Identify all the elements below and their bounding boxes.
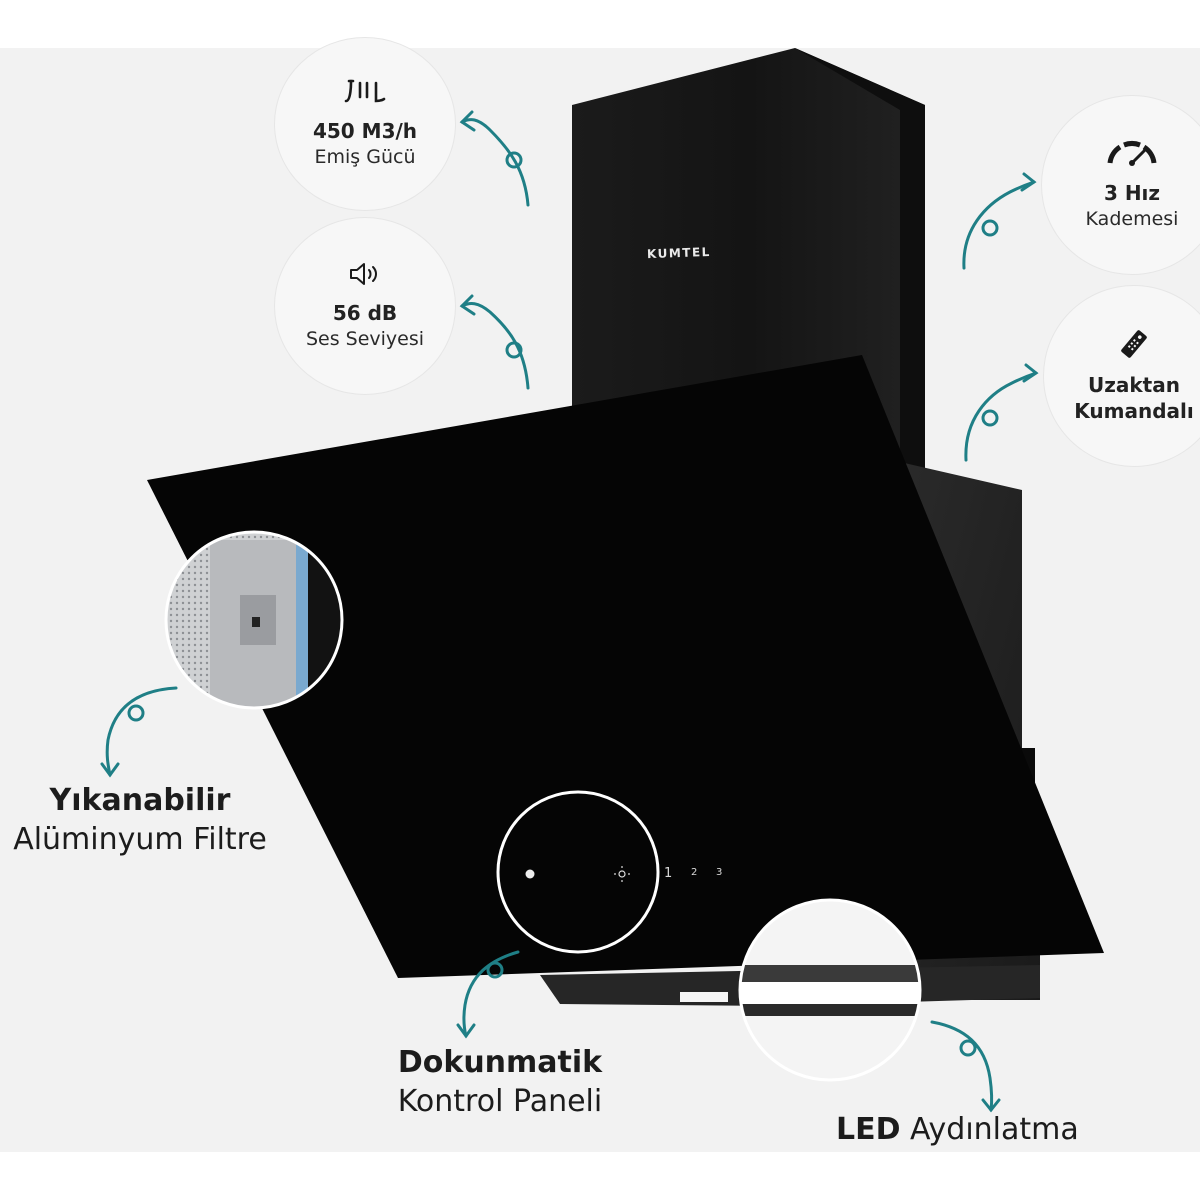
arrow-remote [964,363,1039,462]
bottom-margin [0,1152,1200,1200]
sound-value: 56 dB [332,300,398,325]
filter-caption-line2: Alüminyum Filtre [13,822,267,857]
led-caption-bold: LED [836,1112,901,1147]
led-zoom-circle [738,898,922,1082]
arrow-touch [456,950,520,1039]
speed-1-touch-key: 1 [664,866,673,881]
arrow-filter [100,686,178,778]
power-touch-key [525,869,535,879]
led-caption-rest: Aydınlatma [900,1112,1079,1147]
speaker-icon [348,261,382,294]
arrow-sound [459,294,530,390]
led-caption: LED Aydınlatma [836,1112,1079,1147]
arrow-speed [962,172,1037,270]
touch-panel-caption-line1: Dokunmatik [397,1045,603,1080]
remote-control-icon [1119,329,1149,366]
remote-value: Uzaktan [1088,372,1180,397]
feature-speed-levels: 3 Hız Kademesi [1042,96,1200,274]
speed-3-touch-key: 3 [716,867,723,878]
feature-suction-power: 450 M3/h Emiş Gücü [275,38,455,210]
touch-panel-caption: Dokunmatik Kontrol Paneli [360,1044,640,1122]
airflow-icon [343,79,387,112]
touch-panel-caption-line2: Kontrol Paneli [397,1084,603,1119]
speed-label: Kademesi [1085,207,1179,230]
filter-caption-line1: Yıkanabilir [49,783,231,818]
sound-label: Ses Seviyesi [305,327,425,350]
speed-value: 3 Hız [1103,180,1161,205]
filter-caption: Yıkanabilir Alüminyum Filtre [0,782,280,860]
light-touch-key [614,866,630,882]
arrow-led [930,1020,1001,1113]
speedometer-icon [1104,139,1160,174]
brand-logo: KUMTEL [646,244,712,262]
suction-value: 450 M3/h [312,118,418,143]
filter-zoom-circle [164,530,344,710]
feature-sound-level: 56 dB Ses Seviyesi [275,218,455,394]
top-margin [0,0,1200,48]
glass-panel [147,355,1104,978]
suction-label: Emiş Gücü [314,145,416,168]
speed-2-touch-key: 2 [691,867,698,878]
arrow-suction [459,110,530,207]
touch-panel-zoom-circle [496,790,660,954]
feature-remote-control: Uzaktan Kumandalı [1044,286,1200,466]
remote-label: Kumandalı [1074,398,1194,423]
